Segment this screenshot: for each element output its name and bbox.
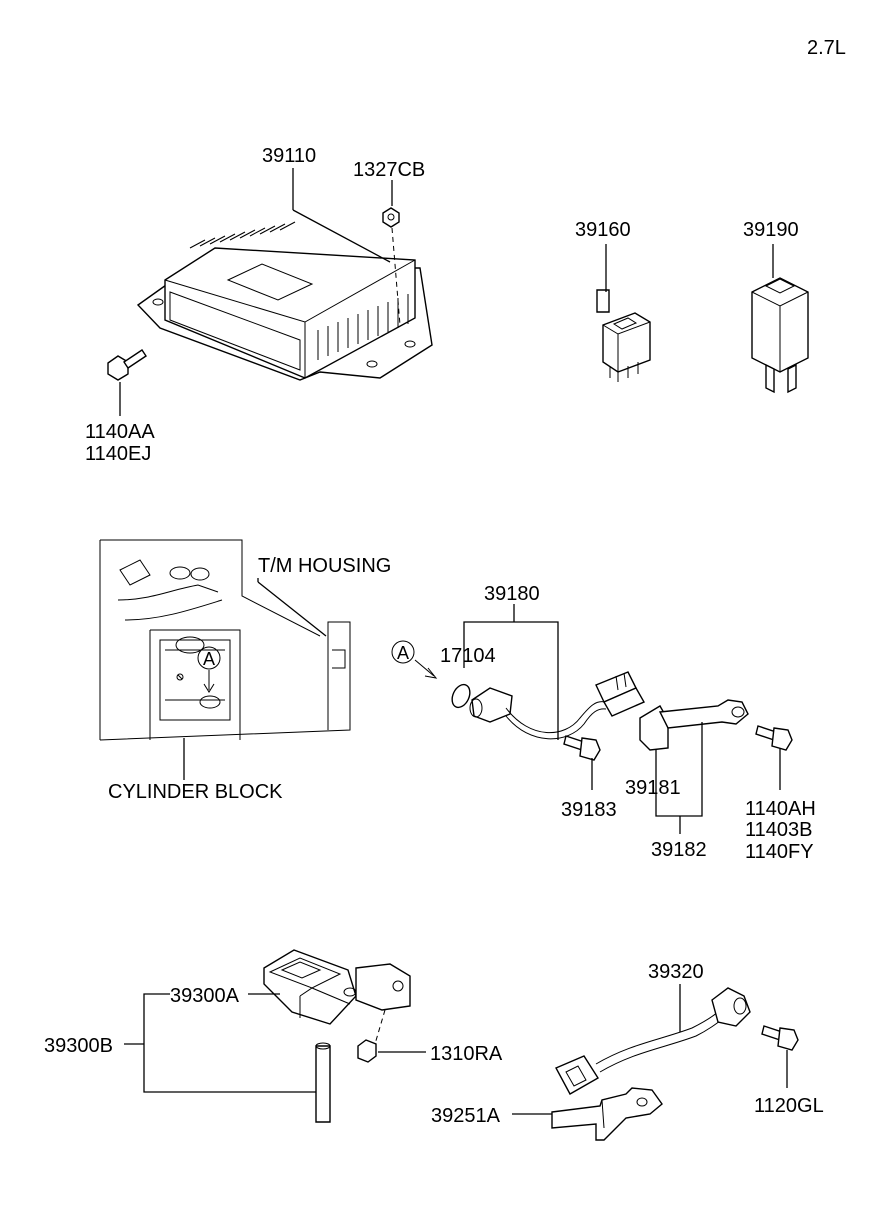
nut-1310ra-label: 1310RA — [430, 1043, 503, 1065]
map-sensor — [263, 949, 411, 1123]
knock-sensor — [555, 987, 751, 1095]
ecm-bolt-label-1: 1140AA — [85, 421, 155, 443]
tm-housing-label: T/M HOUSING — [258, 555, 391, 577]
dash-nut-1327cb — [391, 227, 401, 326]
ecm-bolt-label-2: 1140EJ — [85, 443, 151, 465]
nut-1327cb-label: 1327CB — [353, 159, 425, 181]
cylinder-block-label: CYLINDER BLOCK — [108, 781, 283, 803]
bolt-1120gl — [761, 1025, 799, 1051]
engine-block-view — [99, 539, 351, 741]
map-sensor-a-label: 39300A — [170, 985, 240, 1007]
view-a-reference: A — [391, 640, 438, 679]
leader-tm-housing — [257, 581, 327, 637]
view-a-ref-text: A — [397, 643, 409, 663]
bolt-label-line-3: 1140FY — [745, 841, 814, 863]
bracket-39182-label: 39182 — [651, 839, 707, 861]
knock-bracket — [551, 1087, 663, 1141]
bracket-39300b — [143, 993, 316, 1093]
ecm-part-number: 39110 — [262, 145, 316, 167]
bolt-label-line-1: 1140AH — [745, 798, 816, 820]
nut-1327cb — [382, 207, 400, 228]
relay-39190-label: 39190 — [743, 219, 799, 241]
bracket-39180 — [463, 621, 559, 740]
bolt-1140aa — [107, 349, 147, 381]
bracket-39181-label: 39181 — [625, 777, 681, 799]
dash-nut-1310ra — [374, 1009, 386, 1045]
o-ring-label: 17104 — [440, 645, 496, 667]
leader-ecm-2 — [292, 209, 391, 263]
knock-bracket-label: 39251A — [431, 1105, 501, 1127]
crank-sensor — [469, 671, 645, 740]
relay-39190 — [751, 277, 809, 394]
engine-label: 2.7L — [807, 37, 846, 59]
bolt-1140ah — [755, 725, 793, 751]
o-ring-17104 — [451, 683, 471, 709]
nut-1310ra — [357, 1039, 377, 1063]
bolt-label-line-2: 11403B — [745, 819, 812, 841]
bracket-39181-part — [639, 699, 749, 751]
relay-39160-label: 39160 — [575, 219, 631, 241]
relay-39160 — [596, 289, 651, 382]
bolt-39183-label: 39183 — [561, 799, 617, 821]
view-a-marker-text: A — [203, 649, 215, 669]
ecm-unit — [136, 221, 433, 381]
bracket-39181-39182 — [655, 722, 703, 817]
knock-bolt-label: 1120GL — [754, 1095, 824, 1117]
bolt-39183 — [563, 735, 601, 761]
view-a-marker: A — [197, 646, 221, 693]
sensor-assembly-label: 39180 — [484, 583, 540, 605]
map-sensor-b-label: 39300B — [44, 1035, 113, 1057]
knock-sensor-label: 39320 — [648, 961, 704, 983]
